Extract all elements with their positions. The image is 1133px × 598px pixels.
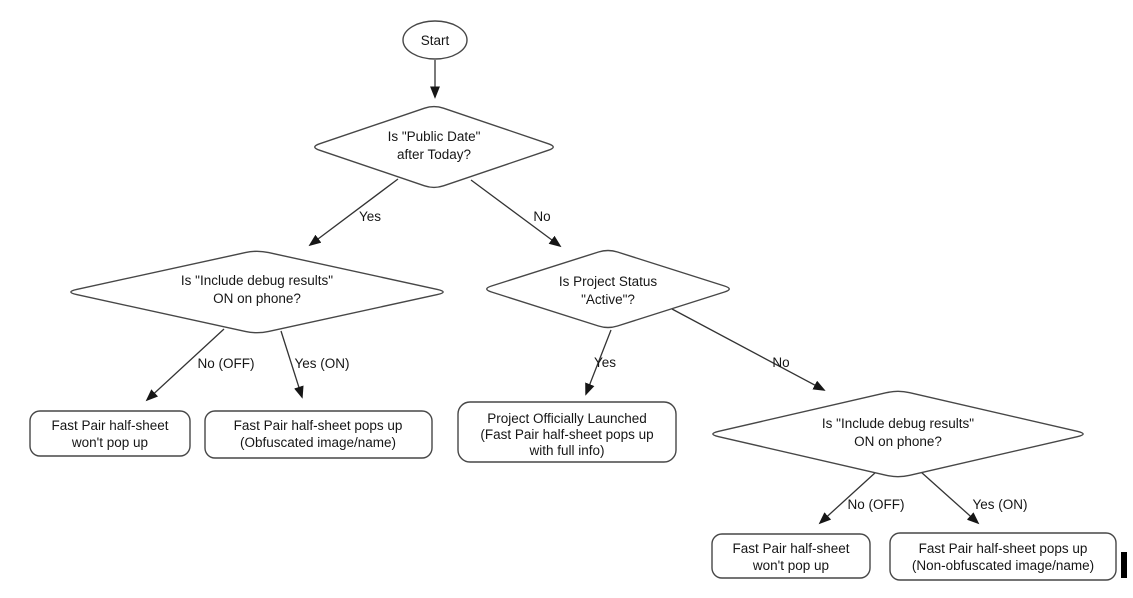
decision-debug-right-text: Is "Include debug results"	[822, 416, 974, 431]
decision-debug-left	[70, 250, 444, 334]
outcome-non-obfuscated-text: Fast Pair half-sheet pops up	[919, 541, 1088, 556]
edge-debug-right-no-off	[818, 471, 877, 525]
outcome-launched-text: with full info)	[528, 443, 604, 458]
text-caret-artifact	[1121, 552, 1127, 578]
edge-label-yes: Yes	[359, 209, 381, 224]
decision-public-date-text: Is "Public Date"	[388, 129, 481, 144]
edge-debug-left-yes-on	[280, 330, 304, 399]
start-label: Start	[421, 33, 450, 48]
outcome-launched-text: (Fast Pair half-sheet pops up	[480, 427, 653, 442]
outcome-obfuscated-text: Fast Pair half-sheet pops up	[234, 418, 403, 433]
edge-public-date-yes	[308, 178, 399, 247]
edge-project-status-no	[671, 308, 826, 391]
edge-public-date-no	[470, 179, 562, 248]
edge-label-yes-on: Yes (ON)	[294, 356, 349, 371]
outcome-no-popup-right	[711, 533, 871, 579]
outcome-obfuscated	[204, 410, 433, 459]
decision-debug-left-text: Is "Include debug results"	[181, 273, 333, 288]
decision-project-status-text: "Active"?	[581, 292, 635, 307]
edge-debug-left-no-off	[145, 328, 225, 402]
edge-label-yes: Yes	[594, 355, 616, 370]
decision-project-status	[486, 249, 730, 329]
outcome-no-popup-right-text: Fast Pair half-sheet	[732, 541, 849, 556]
outcome-non-obfuscated-text: (Non-obfuscated image/name)	[912, 558, 1094, 573]
start-node	[402, 20, 468, 60]
decision-debug-right-text: ON on phone?	[854, 434, 942, 449]
decision-project-status-text: Is Project Status	[559, 274, 658, 289]
outcome-no-popup-left-text: won't pop up	[71, 435, 148, 450]
outcome-non-obfuscated	[889, 532, 1117, 581]
edge-label-yes-on: Yes (ON)	[972, 497, 1027, 512]
edge-label-no: No	[772, 355, 789, 370]
edge-label-no-off: No (OFF)	[848, 497, 905, 512]
decision-public-date-text: after Today?	[397, 147, 471, 162]
edge-project-status-yes	[585, 329, 612, 396]
outcome-no-popup-left	[29, 410, 191, 457]
edge-debug-right-yes-on	[920, 471, 980, 525]
decision-debug-right	[712, 390, 1084, 478]
outcome-launched	[457, 401, 677, 463]
decision-public-date	[314, 105, 554, 189]
decision-debug-left-text: ON on phone?	[213, 291, 301, 306]
edge-label-no-off: No (OFF)	[198, 356, 255, 371]
outcome-obfuscated-text: (Obfuscated image/name)	[240, 435, 396, 450]
outcome-no-popup-left-text: Fast Pair half-sheet	[51, 418, 168, 433]
outcome-launched-text: Project Officially Launched	[487, 411, 647, 426]
edge-label-no: No	[533, 209, 550, 224]
outcome-no-popup-right-text: won't pop up	[752, 558, 829, 573]
